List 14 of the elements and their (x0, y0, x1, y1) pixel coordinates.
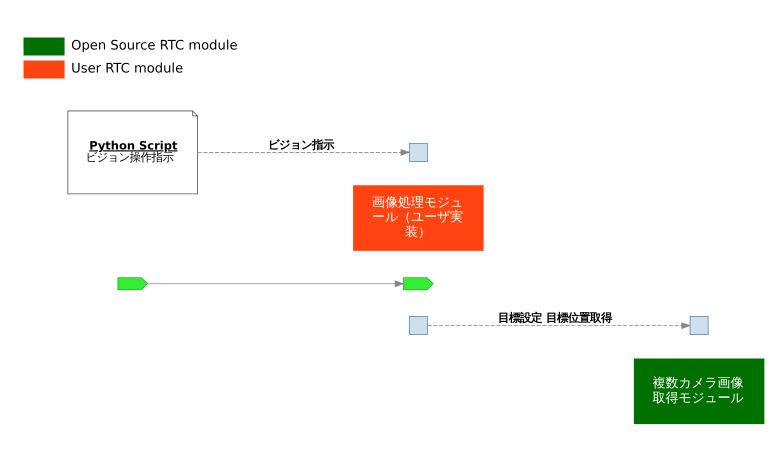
edge-label: ビジョン指示 (268, 137, 334, 152)
arrow (197, 148, 410, 156)
edge-label: 目標設定 目標位置取得 (498, 310, 612, 325)
node-box: 複数カメラ画像取得モジュール (634, 358, 764, 424)
node-arrow (118, 277, 148, 290)
arrow (147, 280, 405, 288)
node-arrow (403, 277, 434, 290)
node-box (690, 316, 709, 336)
node-box: 画像処理モジュール（ユーザ実装） (353, 185, 484, 251)
legend-label: User RTC module (71, 62, 184, 77)
node-box (408, 142, 428, 162)
arrow (427, 322, 692, 330)
node-box (408, 316, 428, 336)
legend-label: Open Source RTC module (71, 38, 238, 54)
